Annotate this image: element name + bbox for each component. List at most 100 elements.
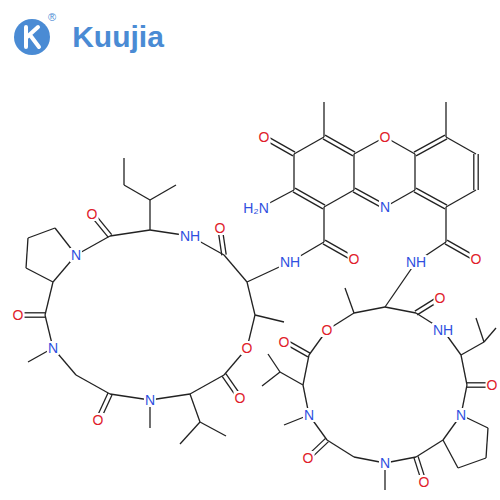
- bond: [416, 440, 443, 457]
- atom-label: N: [379, 456, 391, 470]
- bond-line: [385, 307, 416, 313]
- bond-line: [345, 288, 354, 313]
- atom-label: NH: [279, 255, 301, 269]
- atom-label: N: [47, 341, 59, 355]
- bond-line: [190, 375, 224, 394]
- bond: [190, 375, 224, 394]
- bond: [446, 207, 447, 242]
- atom-label: O: [86, 207, 99, 221]
- bond-line: [26, 268, 53, 282]
- bond: [327, 440, 354, 457]
- atom-label: O: [321, 323, 334, 337]
- bond-line: [416, 440, 443, 457]
- atom-label: O: [434, 291, 447, 305]
- bond: [414, 188, 447, 209]
- bond-line: [180, 422, 200, 444]
- bond: [446, 190, 476, 207]
- bond: [354, 307, 385, 313]
- bond: [446, 137, 476, 154]
- bond: [486, 428, 488, 458]
- bond: [345, 288, 354, 313]
- bond-line: [323, 102, 324, 137]
- bond-line: [478, 154, 479, 190]
- atom-label: N: [70, 248, 82, 262]
- logo-mark: [26, 27, 39, 47]
- bond-line: [295, 188, 325, 205]
- atom-label: O: [12, 308, 25, 322]
- atom-label: NH: [405, 255, 427, 269]
- bond: [446, 102, 447, 137]
- bond: [110, 230, 150, 236]
- atom-label: O: [92, 413, 105, 427]
- bond-line: [325, 135, 355, 152]
- bond: [323, 135, 355, 156]
- bond: [303, 355, 309, 385]
- bond: [414, 135, 447, 156]
- bond-line: [476, 318, 484, 342]
- atom-label: N: [379, 200, 391, 214]
- bond-line: [224, 255, 247, 282]
- atom-label: O: [234, 391, 247, 405]
- bond: [28, 228, 55, 238]
- bond: [190, 394, 200, 422]
- bond-line: [149, 200, 150, 230]
- bond-line: [484, 328, 496, 342]
- bond: [484, 328, 496, 342]
- bond-line: [45, 282, 53, 315]
- brand-name: Kuujia: [71, 22, 165, 52]
- bond-line: [280, 372, 303, 385]
- bond-line: [414, 154, 415, 190]
- atom-label: NH: [179, 229, 201, 243]
- bond: [443, 440, 458, 468]
- bond-line: [293, 192, 323, 209]
- bond-line: [414, 192, 445, 209]
- bond-lines: [18, 102, 496, 490]
- bond: [294, 154, 295, 190]
- bond: [324, 190, 354, 207]
- bond-line: [416, 188, 447, 205]
- bond: [415, 154, 416, 190]
- atom-label: O: [302, 451, 315, 465]
- bond: [76, 375, 110, 394]
- bond: [124, 185, 150, 200]
- atom-label: N: [303, 408, 315, 422]
- bond: [461, 342, 484, 355]
- bond: [461, 355, 467, 385]
- bond-line: [461, 355, 467, 385]
- bond: [255, 315, 284, 322]
- bond: [45, 282, 53, 315]
- bond-line: [303, 355, 309, 385]
- bond-line: [353, 154, 354, 190]
- bond: [150, 185, 176, 200]
- bond: [26, 238, 28, 268]
- bond-line: [443, 440, 458, 468]
- bond: [476, 318, 484, 342]
- bond: [458, 458, 486, 468]
- bond: [324, 102, 325, 137]
- atom-label: O: [258, 130, 271, 144]
- bond-line: [293, 154, 294, 190]
- atom-label: O: [470, 252, 483, 266]
- bond-line: [445, 102, 446, 137]
- bond: [262, 372, 280, 386]
- atom-label: O: [241, 341, 254, 355]
- bond: [150, 200, 151, 230]
- bond-line: [110, 230, 150, 236]
- bond-line: [445, 207, 446, 242]
- bond: [124, 158, 125, 185]
- bond: [385, 307, 416, 313]
- bond-line: [446, 190, 476, 207]
- bond-line: [28, 228, 55, 238]
- bond-line: [123, 158, 124, 185]
- bond: [180, 422, 200, 444]
- bond: [268, 354, 280, 372]
- bond: [354, 154, 355, 190]
- bond: [474, 154, 478, 190]
- bond-line: [262, 372, 280, 386]
- atom-label: O: [486, 378, 499, 392]
- bond-line: [294, 137, 324, 154]
- bond-line: [323, 207, 324, 242]
- bond-line: [124, 185, 150, 200]
- bond-line: [461, 342, 484, 355]
